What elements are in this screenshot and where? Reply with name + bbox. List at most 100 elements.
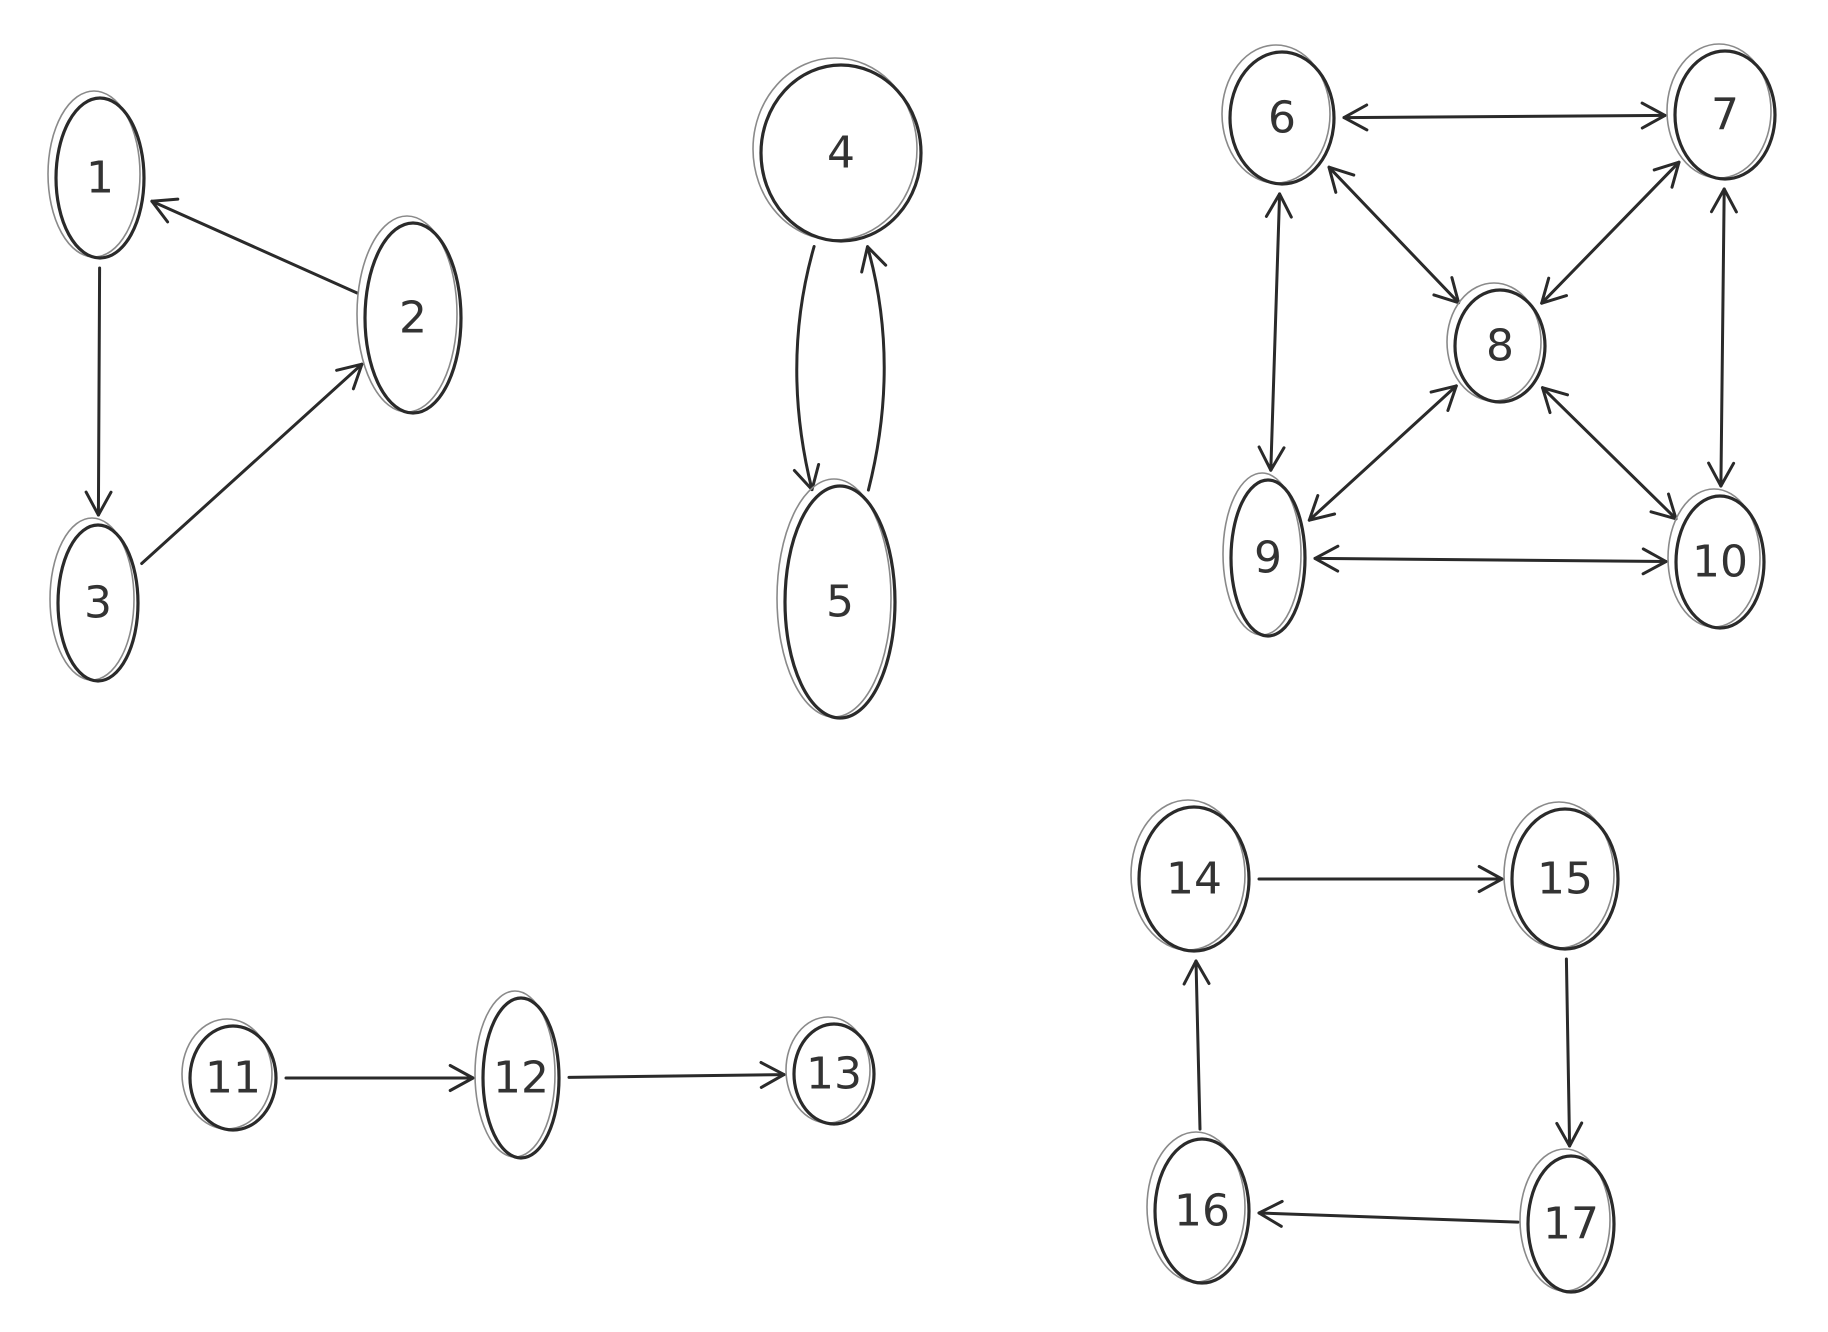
node-label: 1 <box>86 153 114 204</box>
arrowhead-icon <box>150 197 180 224</box>
node-circle <box>783 484 897 720</box>
edge-n9-n8 <box>1307 384 1458 522</box>
arrowhead-icon <box>1307 494 1337 522</box>
arrowhead-icon <box>1327 165 1356 194</box>
arrowhead-icon <box>860 245 888 274</box>
node-15: 15 <box>1503 801 1620 951</box>
arrowhead-icon <box>335 362 364 391</box>
node-5: 5 <box>776 478 897 720</box>
node-circle <box>481 996 561 1160</box>
node-label: 10 <box>1692 537 1748 588</box>
edge-line <box>1327 165 1461 305</box>
node-9: 9 <box>1222 472 1307 638</box>
node-circle <box>1510 807 1620 951</box>
edge-n4-n5 <box>792 245 821 492</box>
node-circle <box>56 523 140 683</box>
arrowhead-icon <box>1641 547 1668 576</box>
edge-n1-n3 <box>84 266 113 517</box>
node-circle <box>1673 49 1777 181</box>
node-circle <box>1137 805 1251 953</box>
edge-n6-n9 <box>1257 192 1293 472</box>
node-circle <box>1674 494 1766 630</box>
node-circle <box>1453 288 1547 404</box>
edge-n2-n1 <box>150 197 359 295</box>
edge-line <box>1719 187 1726 488</box>
edge-line <box>1307 384 1458 522</box>
edge-n16-n14 <box>1182 959 1211 1131</box>
node-label: 16 <box>1174 1186 1230 1237</box>
node-circle <box>792 1022 876 1126</box>
arrowhead-icon <box>1707 461 1736 488</box>
node-circle <box>188 1024 278 1132</box>
edge-line <box>1313 556 1668 563</box>
edge-line <box>1541 386 1678 521</box>
arrowhead-icon <box>1264 192 1293 219</box>
edge-n10-n8 <box>1541 386 1678 521</box>
node-label: 15 <box>1537 854 1593 905</box>
edge-n15-n17 <box>1555 957 1584 1148</box>
node-circle <box>1526 1154 1616 1294</box>
node-label: 2 <box>399 293 427 344</box>
edge-n3-n2 <box>140 362 364 565</box>
arrowhead-icon <box>1652 160 1681 189</box>
node-8: 8 <box>1446 282 1547 404</box>
arrowhead-icon <box>448 1064 475 1092</box>
edge-n7-n8 <box>1540 160 1681 305</box>
node-12: 12 <box>474 990 561 1160</box>
node-6: 6 <box>1221 44 1336 186</box>
node-circle <box>1153 1137 1251 1285</box>
node-label: 8 <box>1486 321 1514 372</box>
node-4: 4 <box>752 57 923 243</box>
node-13: 13 <box>785 1016 876 1126</box>
arrowhead-icon <box>1342 103 1369 132</box>
arrowhead-icon <box>792 463 821 492</box>
edge-line <box>1540 160 1681 305</box>
arrowhead-icon <box>1477 865 1504 893</box>
arrowhead-icon <box>1541 386 1569 415</box>
arrowhead-icon <box>1555 1121 1584 1148</box>
edge-n5-n4 <box>860 245 888 492</box>
edge-line <box>1257 1211 1520 1224</box>
arrowhead-icon <box>1429 384 1458 412</box>
node-circle <box>54 96 146 260</box>
edge-line <box>1269 192 1282 472</box>
edge-n7-n10 <box>1707 187 1738 488</box>
node-circle <box>1229 478 1307 638</box>
node-label: 4 <box>827 128 855 179</box>
node-label: 6 <box>1268 93 1296 144</box>
arrowhead-icon <box>1540 276 1568 305</box>
node-2: 2 <box>356 215 463 415</box>
node-7: 7 <box>1666 43 1777 181</box>
edge-line <box>795 245 816 492</box>
node-label: 11 <box>205 1053 261 1104</box>
arrowhead-icon <box>759 1061 786 1089</box>
node-label: 3 <box>84 578 112 629</box>
arrowhead-icon <box>1182 959 1211 986</box>
edge-n6-n8 <box>1327 165 1461 305</box>
node-label: 9 <box>1254 533 1282 584</box>
node-circle <box>759 63 923 243</box>
arrowhead-icon <box>1257 1199 1284 1228</box>
node-16: 16 <box>1146 1131 1251 1285</box>
arrowhead-icon <box>1313 544 1340 573</box>
node-label: 7 <box>1711 90 1739 141</box>
edge-line <box>1564 957 1572 1148</box>
edges-layer <box>84 101 1738 1228</box>
edge-n9-n10 <box>1313 544 1668 576</box>
edge-n12-n13 <box>567 1061 786 1089</box>
node-11: 11 <box>181 1018 278 1132</box>
node-17: 17 <box>1519 1148 1616 1294</box>
edge-n11-n12 <box>284 1064 475 1092</box>
node-14: 14 <box>1130 799 1251 953</box>
arrowhead-icon <box>84 490 113 517</box>
arrowhead-icon <box>1257 445 1286 472</box>
arrowhead-icon <box>1640 101 1667 130</box>
node-label: 13 <box>806 1049 862 1100</box>
node-label: 14 <box>1166 854 1222 905</box>
arrowhead-icon <box>1710 187 1738 214</box>
edge-line <box>567 1073 786 1079</box>
node-circle <box>1228 50 1336 186</box>
node-label: 12 <box>493 1053 549 1104</box>
edge-n14-n15 <box>1257 865 1504 893</box>
